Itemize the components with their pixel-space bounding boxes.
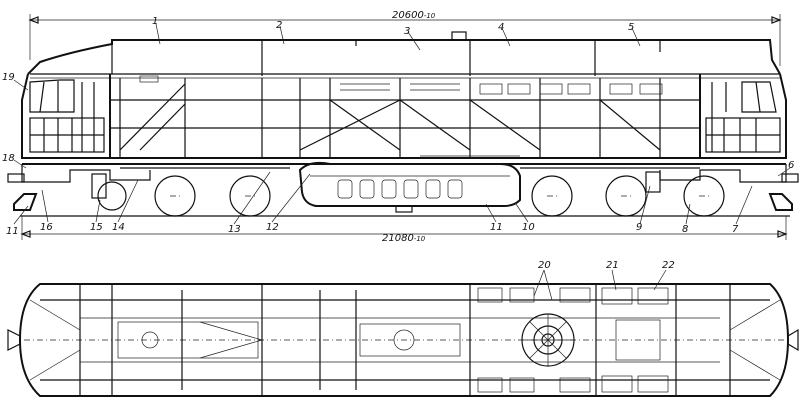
frame-length-value: 21080-10 bbox=[382, 233, 426, 244]
body-length-value: 20600-10 bbox=[392, 10, 436, 21]
cab-left bbox=[21, 73, 111, 159]
coupler-left bbox=[7, 173, 38, 211]
callout-13: 13 bbox=[228, 224, 241, 235]
plan-coupler-left bbox=[7, 329, 21, 351]
body-framework bbox=[22, 75, 786, 165]
callout-20: 20 bbox=[538, 260, 551, 271]
callout-3: 3 bbox=[404, 26, 410, 37]
body-length-dimension bbox=[28, 14, 782, 66]
callout-12: 12 bbox=[266, 222, 279, 233]
callout-14: 14 bbox=[112, 222, 125, 233]
callout-19: 19 bbox=[2, 72, 15, 83]
callout-9: 9 bbox=[636, 222, 642, 233]
callout-8: 8 bbox=[682, 224, 688, 235]
leader-lines bbox=[13, 23, 791, 225]
radial-assembly bbox=[521, 313, 575, 367]
callout-16: 16 bbox=[40, 222, 53, 233]
callout-2: 2 bbox=[276, 20, 282, 31]
roof bbox=[27, 31, 781, 79]
callout-22: 22 bbox=[662, 260, 675, 271]
callout-labels: 1 2 3 4 5 19 18 6 11 16 15 14 13 12 11 1… bbox=[2, 16, 794, 271]
callout-18: 18 bbox=[2, 153, 15, 164]
cab-right bbox=[699, 73, 787, 159]
callout-7: 7 bbox=[732, 224, 739, 235]
plan-coupler-right bbox=[787, 328, 799, 352]
underframe bbox=[21, 161, 787, 213]
dimension-texts: 20600-10 21080-10 bbox=[382, 10, 436, 244]
callout-11b: 11 bbox=[490, 222, 503, 233]
callout-6: 6 bbox=[788, 160, 794, 171]
plan-outline bbox=[18, 283, 790, 397]
callout-5: 5 bbox=[628, 22, 634, 33]
plan-view bbox=[7, 269, 799, 397]
bogie-right bbox=[520, 167, 725, 217]
callout-15: 15 bbox=[90, 222, 103, 233]
bogie-left bbox=[97, 167, 290, 217]
side-elevation-view bbox=[7, 14, 799, 240]
callout-1: 1 bbox=[152, 16, 158, 27]
callout-4: 4 bbox=[498, 22, 504, 33]
coupler-right bbox=[768, 173, 799, 211]
callout-11a: 11 bbox=[6, 226, 19, 237]
frame-length-dimension bbox=[20, 216, 788, 240]
callout-21: 21 bbox=[606, 260, 619, 271]
callout-10: 10 bbox=[522, 222, 535, 233]
